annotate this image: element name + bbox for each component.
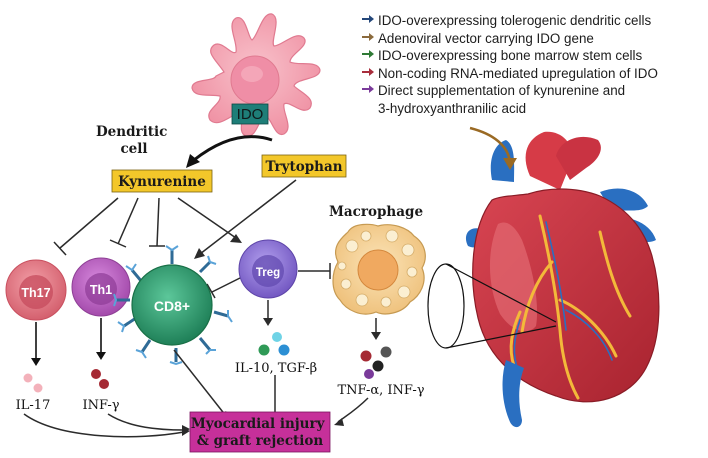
dendritic-cell-label: Dendritic cell — [96, 124, 172, 157]
treg-label: Treg — [256, 267, 280, 279]
arrow-icon — [362, 12, 378, 30]
tnf-inf-label: TNF-α, INF-γ — [337, 383, 424, 398]
tryptophan-label: Trytophan — [265, 159, 342, 175]
tryptophan-box — [261, 154, 347, 178]
legend-item-label: IDO-overexpressing bone marrow stem cell… — [378, 48, 643, 63]
il17-label: IL-17 — [16, 398, 51, 413]
arrowheads — [194, 234, 242, 259]
treg-down-arrowhead — [263, 318, 273, 326]
inf-gamma-label: INF-γ — [82, 398, 119, 413]
il17-balls — [23, 373, 43, 393]
ido-box — [231, 103, 269, 125]
legend-item-tolerogenic-dc: IDO-overexpressing tolerogenic dendritic… — [362, 12, 702, 30]
th1-down-arrowhead — [96, 352, 106, 360]
ido-conversion-arrowhead — [186, 154, 200, 168]
therapy-legend: IDO-overexpressing tolerogenic dendritic… — [362, 12, 702, 117]
th17-down-arrowhead — [31, 358, 41, 366]
macrophage-label: Macrophage — [329, 204, 423, 220]
th17-cell — [5, 259, 67, 321]
zoom-lens — [427, 263, 465, 349]
th17-label: Th17 — [21, 286, 50, 300]
heart-illustration — [465, 131, 660, 428]
cd8-cell — [113, 245, 233, 366]
legend-item-kynurenine-supplementation: Direct supplementation of kynurenine and… — [362, 82, 702, 117]
treg-cell — [238, 239, 298, 299]
th1-label: Th1 — [90, 283, 112, 297]
legend-item-adenoviral-vector: Adenoviral vector carrying IDO gene — [362, 30, 702, 48]
legend-item-label: Non-coding RNA-mediated upregulation of … — [378, 65, 658, 81]
ido-conversion-arrow — [193, 135, 273, 162]
outcome-box — [189, 411, 331, 453]
legend-item-label: Direct supplementation of kynurenine and… — [378, 83, 626, 116]
legend-item-label: Adenoviral vector carrying IDO gene — [378, 30, 594, 46]
legend-to-heart-arrowhead — [503, 158, 517, 170]
arrow-icon — [362, 65, 378, 83]
treg-cytokine-balls — [258, 332, 290, 356]
outcome-arrows — [23, 349, 369, 438]
zoom-cone-bottom — [445, 325, 557, 349]
ido-label: IDO — [237, 106, 264, 123]
arrow-icon — [362, 30, 378, 48]
outcome-label: Myocardial injury & graft rejection — [191, 416, 329, 449]
macrophage-down-arrowhead — [371, 332, 381, 340]
il10-tgfb-label: IL-10, TGF-β — [235, 361, 317, 376]
macrophage-cell — [332, 223, 426, 315]
kynurenine-box — [111, 169, 213, 193]
tnf-inf-balls — [360, 346, 392, 379]
arrow-icon — [362, 82, 378, 100]
zoom-cone-top — [445, 263, 557, 323]
dendritic-cell — [191, 13, 321, 137]
legend-item-bone-marrow-stem-cells: IDO-overexpressing bone marrow stem cell… — [362, 47, 702, 65]
kynurenine-label: Kynurenine — [118, 174, 206, 190]
legend-item-label: IDO-overexpressing tolerogenic dendritic… — [378, 13, 652, 28]
legend-item-noncoding-rna: Non-coding RNA-mediated upregulation of … — [362, 65, 702, 83]
inf-gamma-balls — [91, 369, 109, 389]
arrow-icon — [362, 47, 378, 65]
interaction-lines — [53, 179, 331, 414]
cd8-label: CD8+ — [154, 298, 190, 314]
